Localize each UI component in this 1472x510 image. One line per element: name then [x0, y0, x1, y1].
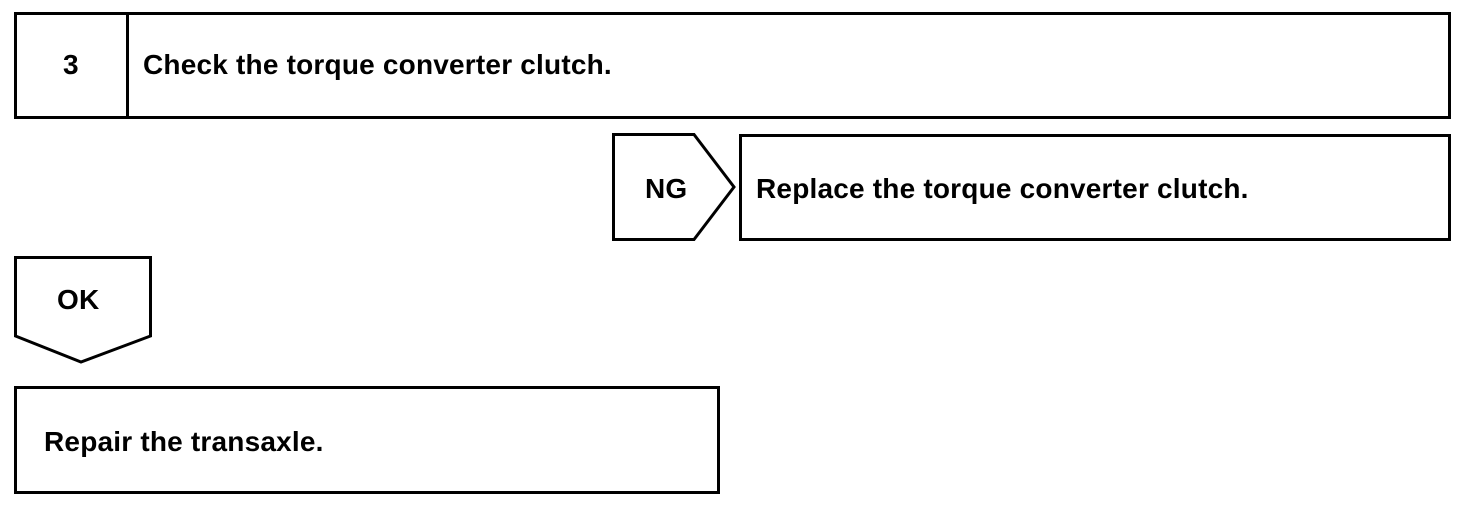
step-title: Check the torque converter clutch.	[143, 49, 612, 80]
ok-arrow-tag	[14, 256, 152, 364]
ng-arrow-tag	[612, 133, 736, 241]
ok-label: OK	[57, 284, 100, 315]
ng-action-box	[739, 134, 1451, 241]
ng-action-text: Replace the torque converter clutch.	[756, 173, 1249, 204]
step-header	[14, 12, 1451, 119]
step-divider	[126, 12, 129, 119]
ok-action-box	[14, 386, 720, 494]
ok-action-text: Repair the transaxle.	[44, 426, 324, 457]
step-number: 3	[63, 49, 79, 80]
ng-label: NG	[645, 173, 688, 204]
